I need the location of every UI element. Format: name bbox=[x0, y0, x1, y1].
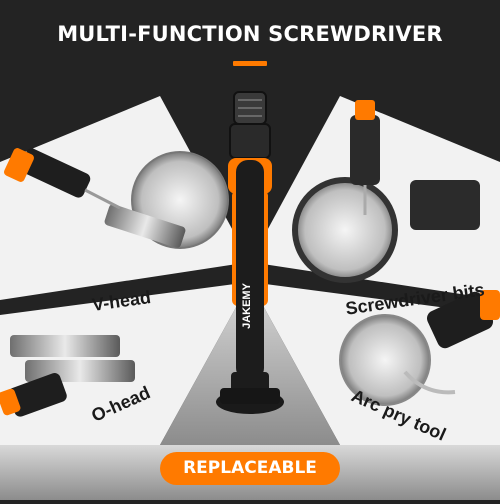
panel-top-left bbox=[0, 96, 250, 300]
title-underline bbox=[233, 61, 267, 66]
brand-logo: JAKEMY bbox=[241, 282, 253, 329]
replaceable-badge: REPLACEABLE bbox=[160, 452, 340, 485]
v-head-scene bbox=[4, 148, 229, 249]
page-title: MULTI-FUNCTION SCREWDRIVER bbox=[57, 22, 443, 46]
o-head-scene bbox=[0, 335, 135, 417]
arc-pry-scene bbox=[339, 290, 500, 406]
screwdriver-icon bbox=[216, 91, 284, 414]
screwdriver-bits-scene bbox=[292, 100, 480, 283]
